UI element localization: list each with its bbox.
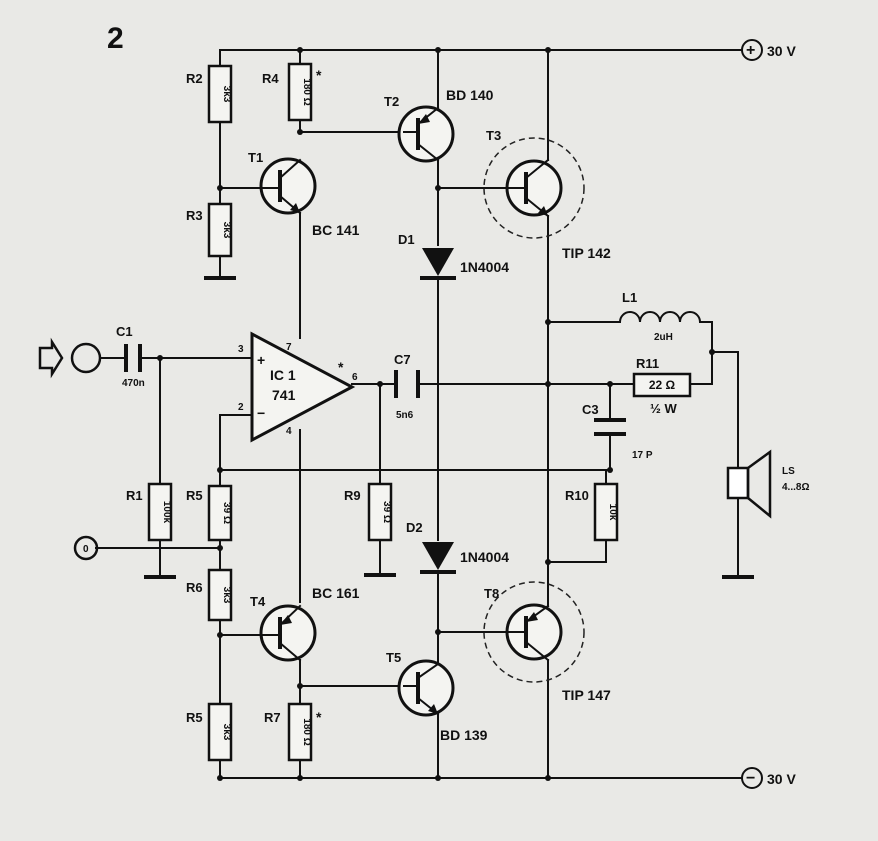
r7-mark: *	[316, 709, 322, 725]
ic1-ref: IC 1	[270, 367, 296, 383]
c3-value: 17 P	[632, 450, 653, 461]
t8-ref: T8	[484, 586, 499, 601]
ic1-minus: −	[257, 405, 265, 421]
positive-rail-voltage: 30 V	[767, 43, 796, 59]
t3-type: TIP 142	[562, 245, 611, 261]
r2-value: 3k3	[221, 86, 232, 103]
positive-rail: + 30 V	[219, 39, 796, 61]
inductor-l1: L1 2uH	[618, 290, 702, 343]
resistor-r7: 180 Ω R7 *	[264, 702, 322, 762]
c1-ref: C1	[116, 324, 133, 339]
t8-type: TIP 147	[562, 687, 611, 703]
negative-rail: − 30 V	[219, 767, 796, 789]
ic1-pin7: 7	[286, 342, 292, 353]
c7-value: 5n6	[396, 410, 414, 421]
r7-ref: R7	[264, 710, 281, 725]
ic1-pin6: 6	[352, 372, 358, 383]
t4-ref: T4	[250, 594, 266, 609]
t4-type: BC 161	[312, 585, 360, 601]
r4-mark: *	[316, 67, 322, 83]
resistor-r5b: 3k3 R5	[186, 702, 233, 762]
ls-value: 4...8Ω	[782, 482, 809, 493]
r11-power: ½ W	[650, 401, 677, 416]
junctions	[157, 47, 715, 781]
t5-type: BD 139	[440, 727, 488, 743]
transistor-t2: T2 BD 140	[384, 87, 494, 163]
r10-ref: R10	[565, 488, 589, 503]
t3-ref: T3	[486, 128, 501, 143]
t1-ref: T1	[248, 150, 263, 165]
diode-d2: D2 1N4004	[406, 520, 509, 574]
d1-type: 1N4004	[460, 259, 509, 275]
d2-type: 1N4004	[460, 549, 509, 565]
r10-value: 10k	[607, 504, 618, 521]
r5a-value: 39 Ω	[221, 502, 232, 524]
ic1-pin4: 4	[286, 426, 292, 437]
r3-value: 3k3	[221, 222, 232, 239]
r7-value: 180 Ω	[301, 718, 312, 745]
c3-ref: C3	[582, 402, 599, 417]
r6-value: 3k3	[221, 587, 232, 604]
r5b-ref: R5	[186, 710, 203, 725]
ic1-star: *	[338, 359, 344, 375]
r11-value: 22 Ω	[649, 378, 676, 392]
d1-ref: D1	[398, 232, 415, 247]
speaker-ls: LS 4...8Ω	[726, 449, 809, 529]
capacitor-c1: C1 470n	[116, 324, 145, 389]
ic1-type: 741	[272, 387, 296, 403]
capacitor-c7: C7 5n6	[394, 352, 420, 421]
capacitor-c3: C3 17 P	[582, 402, 653, 461]
resistor-r2: 3k3 R2	[186, 64, 233, 124]
r11-ref: R11	[636, 356, 659, 371]
t1-type: BC 141	[312, 222, 360, 238]
transistor-t3: T3 TIP 142	[483, 128, 611, 261]
l1-value: 2uH	[654, 332, 673, 343]
ic1-pin2: 2	[238, 402, 244, 413]
r6-ref: R6	[186, 580, 203, 595]
diode-d1: D1 1N4004	[398, 232, 509, 280]
resistor-r9: 39 Ω R9	[344, 482, 393, 542]
opamp-ic1: IC 1 741 + − 3 2 7 4 6 *	[238, 331, 358, 443]
transistor-t4: T4 BC 161	[250, 585, 360, 662]
ls-ref: LS	[782, 466, 795, 477]
transistor-t1: T1 BC 141	[248, 150, 360, 238]
t5-ref: T5	[386, 650, 401, 665]
r9-value: 39 Ω	[381, 501, 392, 523]
resistor-r1: 100k R1	[126, 482, 173, 542]
ic1-pin3: 3	[238, 344, 244, 355]
t2-ref: T2	[384, 94, 399, 109]
r5a-ref: R5	[186, 488, 203, 503]
positive-rail-sign: +	[746, 42, 755, 59]
figure-number: 2	[107, 22, 124, 55]
r1-value: 100k	[161, 501, 172, 524]
t2-type: BD 140	[446, 87, 494, 103]
r4-ref: R4	[262, 71, 279, 86]
r3-ref: R3	[186, 208, 203, 223]
resistor-r3: 3k3 R3	[186, 202, 233, 258]
c1-value: 470n	[122, 378, 145, 389]
resistor-r4: 180 Ω R4 *	[262, 62, 322, 122]
r5b-value: 3k3	[221, 724, 232, 741]
c7-ref: C7	[394, 352, 411, 367]
negative-rail-sign: −	[746, 770, 755, 787]
r4-value: 180 Ω	[301, 78, 312, 105]
negative-rail-voltage: 30 V	[767, 771, 796, 787]
ic1-plus: +	[257, 352, 265, 368]
d2-ref: D2	[406, 520, 423, 535]
resistor-r10: 10k R10	[565, 482, 619, 542]
transistor-t8: T8 TIP 147	[483, 581, 611, 703]
ground-input-connector: 0	[73, 535, 99, 561]
l1-ref: L1	[622, 290, 637, 305]
r2-ref: R2	[186, 71, 203, 86]
ground-input-label: 0	[83, 544, 89, 555]
r9-ref: R9	[344, 488, 361, 503]
resistor-r11: 22 Ω R11 ½ W	[632, 356, 692, 416]
resistor-r5a: 39 Ω R5	[186, 484, 233, 542]
audio-input-connector	[38, 337, 102, 379]
r1-ref: R1	[126, 488, 143, 503]
transistor-t5: T5 BD 139	[386, 650, 488, 743]
resistor-r6: 3k3 R6	[186, 568, 233, 622]
